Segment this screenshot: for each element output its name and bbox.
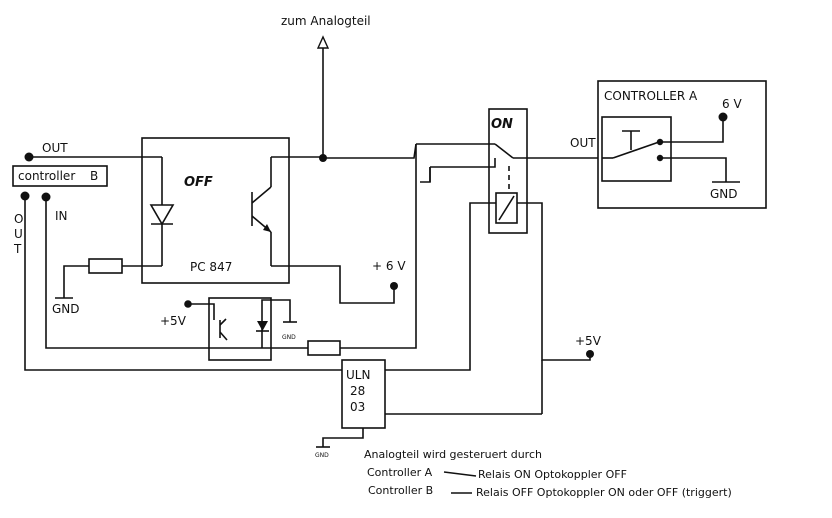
pc847-led-icon — [149, 157, 175, 266]
analog-output-label: zum Analogteil — [281, 14, 371, 28]
plus6v-label: + 6 V — [372, 259, 406, 273]
gnd-opto-label: GND — [282, 334, 296, 341]
controller-a-label: CONTROLLER A — [604, 89, 698, 103]
gnd-a-label: GND — [710, 187, 738, 201]
wire-plus5v-to-opto — [189, 303, 215, 320]
analog-output-arrow — [316, 35, 330, 158]
controller-b-label: controller — [18, 169, 75, 183]
relay-coil-diagonal — [498, 195, 515, 221]
wire-out2-to-uln — [24, 196, 342, 371]
six-v-terminal — [718, 112, 728, 122]
caption-line3-right: Relais OFF Optokoppler ON oder OFF (trig… — [476, 486, 732, 499]
relay-on-label: ON — [491, 117, 513, 132]
pc847-phototransistor-icon — [251, 157, 272, 266]
opto-small-led-icon — [256, 306, 269, 348]
wire-emitter-to-6v — [271, 265, 395, 304]
caption-line2-dash — [443, 471, 477, 477]
controller-b-box — [12, 165, 108, 187]
caption-line1: Analogteil wird gesteruert durch — [364, 448, 542, 461]
pc847-label: PC 847 — [190, 260, 232, 274]
wire-to-6v-a — [660, 120, 724, 143]
wire-in-to-opto — [45, 197, 262, 349]
resistor-left — [88, 258, 123, 274]
gnd-uln-label: GND — [315, 452, 329, 459]
gnd-left-label: GND — [52, 302, 80, 316]
relay-contact-no — [430, 158, 496, 168]
caption-line2-left: Controller A — [367, 466, 433, 479]
plus5v-left-terminal — [184, 300, 192, 308]
controller-b-out-vertical-t: T — [13, 242, 22, 256]
uln2803-box — [341, 359, 386, 429]
plus5v-right-label: +5V — [575, 334, 602, 348]
controller-b-suffix: B — [90, 169, 98, 183]
controller-a-switch-icon — [602, 130, 660, 159]
controller-b-out-vertical-o: O — [14, 212, 23, 226]
wire-uln-to-coil — [385, 202, 496, 371]
wire-to-gnd-a — [660, 157, 727, 182]
opto-small-transistor-icon — [219, 318, 228, 341]
pc847-off-label: OFF — [184, 175, 213, 190]
controller-b-out-vertical-u: U — [14, 227, 23, 241]
caption-line2-right: Relais ON Optokoppler OFF — [478, 468, 627, 481]
relay-switch-arm — [494, 143, 514, 159]
plus6v-terminal — [390, 282, 398, 290]
controller-a-out-label: OUT — [570, 136, 596, 150]
wire-resistor-to-relay — [340, 144, 417, 349]
uln2803-line3: 03 — [350, 400, 365, 414]
wire-relay-no-to-uln — [420, 167, 431, 183]
wire-node-to-relay — [323, 143, 417, 159]
six-v-label: 6 V — [722, 97, 742, 111]
controller-b-in-label: IN — [55, 209, 68, 223]
controller-b-out-label: OUT — [42, 141, 68, 155]
wire-resistor-to-gnd — [63, 265, 89, 298]
uln2803-line1: ULN — [346, 368, 370, 382]
plus5v-left-label: +5V — [160, 314, 187, 328]
wire-opto-to-gnd — [261, 299, 291, 322]
uln2803-line2: 28 — [350, 384, 365, 398]
resistor-right — [307, 340, 341, 356]
caption-line3-left: Controller B — [368, 484, 433, 497]
wire-uln-to-gnd — [322, 428, 364, 447]
plus5v-right-terminal — [586, 350, 594, 358]
